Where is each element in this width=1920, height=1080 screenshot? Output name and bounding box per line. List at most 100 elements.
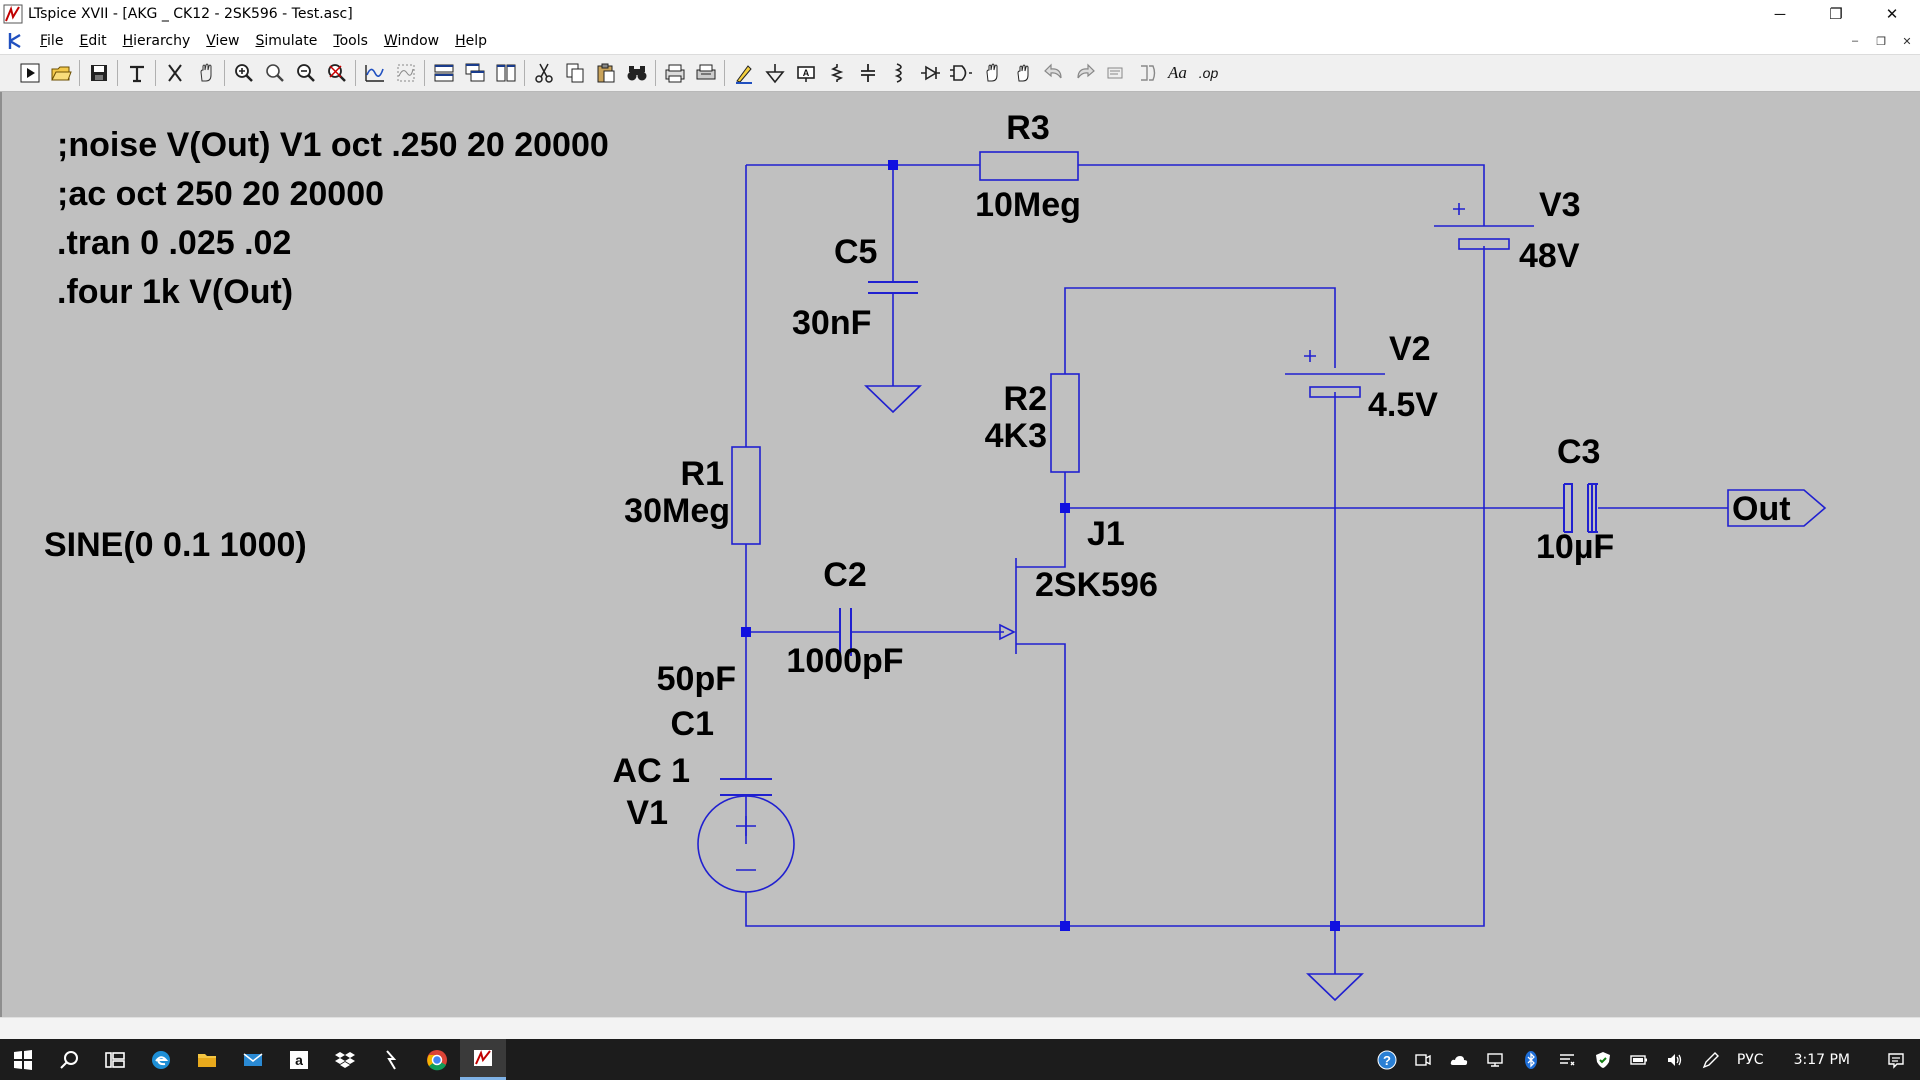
out-label-text[interactable]: Out [1732,490,1791,528]
bluetooth-icon[interactable] [1513,1039,1549,1080]
save-icon[interactable] [83,58,114,88]
rotate-icon[interactable] [1100,58,1131,88]
camera-icon[interactable] [1405,1039,1441,1080]
minimize-button[interactable]: ─ [1774,5,1786,23]
j1-value[interactable]: 2SK596 [1035,566,1158,604]
c1-name[interactable]: C1 [671,705,714,743]
action-center-icon[interactable] [1872,1039,1920,1080]
menu-simulate[interactable]: Simulate [248,31,326,51]
cut-icon[interactable] [528,58,559,88]
zoom-in-icon[interactable] [228,58,259,88]
control-panel-icon[interactable] [121,58,152,88]
undo-icon[interactable] [1038,58,1069,88]
open-icon[interactable] [45,58,76,88]
schematic-canvas[interactable]: ;noise V(Out) V1 oct .250 20 20000 ;ac o… [0,92,1920,1017]
component-icon[interactable] [945,58,976,88]
dropbox-icon[interactable] [322,1039,368,1080]
directive-tran[interactable]: .tran 0 .025 .02 [57,224,291,262]
task-view-icon[interactable] [92,1039,138,1080]
directive-four[interactable]: .four 1k V(Out) [57,273,293,311]
zoom-out-icon[interactable] [290,58,321,88]
cascade-icon[interactable] [459,58,490,88]
drag-icon[interactable] [1007,58,1038,88]
r3-value[interactable]: 10Meg [975,186,1081,224]
r2-name[interactable]: R2 [1004,380,1047,418]
mail-icon[interactable] [230,1039,276,1080]
c1-value[interactable]: 50pF [657,660,736,698]
ground-icon[interactable] [759,58,790,88]
close-button[interactable]: ✕ [1885,6,1899,23]
doc-close-button[interactable]: ✕ [1902,35,1912,48]
notes-icon[interactable] [1549,1039,1585,1080]
text-icon[interactable]: Aa [1162,58,1193,88]
language-indicator[interactable]: РУС [1736,1051,1764,1068]
c5-value[interactable]: 30nF [792,304,871,342]
v3-value[interactable]: 48V [1519,237,1580,275]
menu-help[interactable]: Help [447,31,495,51]
halt-icon[interactable] [159,58,190,88]
c5-name[interactable]: C5 [834,233,877,271]
run-icon[interactable] [14,58,45,88]
v2-name[interactable]: V2 [1389,330,1431,368]
directive-noise[interactable]: ;noise V(Out) V1 oct .250 20 20000 [57,126,609,164]
battery-icon[interactable] [1621,1039,1657,1080]
move-icon[interactable] [976,58,1007,88]
amazon-icon[interactable]: a [276,1039,322,1080]
search-icon[interactable] [46,1039,92,1080]
help-icon[interactable]: ? [1369,1039,1405,1080]
defender-icon[interactable] [1585,1039,1621,1080]
file-explorer-icon[interactable] [184,1039,230,1080]
r3-name[interactable]: R3 [1006,109,1049,147]
c2-name[interactable]: C2 [823,556,866,594]
network-icon[interactable] [1477,1039,1513,1080]
find-icon[interactable] [621,58,652,88]
j1-name[interactable]: J1 [1087,515,1125,553]
menu-file[interactable]: File [32,31,71,51]
paste-icon[interactable] [590,58,621,88]
pen-icon[interactable] [1693,1039,1729,1080]
directive-ac[interactable]: ;ac oct 250 20 20000 [57,175,384,213]
menu-tools[interactable]: Tools [325,31,376,51]
doc-minimize-button[interactable]: – [1851,35,1859,47]
pan-icon[interactable] [190,58,221,88]
resistor-icon[interactable] [821,58,852,88]
zoom-pan-icon[interactable] [259,58,290,88]
copy-icon[interactable] [559,58,590,88]
ltspice-pin-icon[interactable] [368,1039,414,1080]
onedrive-icon[interactable] [1441,1039,1477,1080]
clock[interactable]: 3:17 PM [1793,1051,1850,1068]
c2-value[interactable]: 1000pF [786,642,903,680]
draw-wire-icon[interactable] [728,58,759,88]
volume-icon[interactable] [1657,1039,1693,1080]
v2-value[interactable]: 4.5V [1368,386,1438,424]
tile-vertical-icon[interactable] [490,58,521,88]
autorange-icon[interactable] [359,58,390,88]
mirror-icon[interactable] [1131,58,1162,88]
tile-horizontal-icon[interactable] [428,58,459,88]
windows-start-icon[interactable] [0,1039,46,1080]
restore-button[interactable]: ❐ [1829,6,1843,23]
v3-name[interactable]: V3 [1539,186,1581,224]
zoom-area-icon[interactable] [390,58,421,88]
menu-edit[interactable]: Edit [71,31,114,51]
menu-hierarchy[interactable]: Hierarchy [115,31,199,51]
document-icon[interactable] [4,30,26,52]
doc-restore-button[interactable]: ❐ [1876,35,1886,48]
label-net-icon[interactable]: A [790,58,821,88]
chrome-icon[interactable] [414,1039,460,1080]
r2-value[interactable]: 4K3 [985,417,1047,455]
redo-icon[interactable] [1069,58,1100,88]
c3-name[interactable]: C3 [1557,433,1600,471]
r1-value[interactable]: 30Meg [624,492,730,530]
capacitor-icon[interactable] [852,58,883,88]
v1-sine-spec[interactable]: SINE(0 0.1 1000) [44,526,307,564]
print-icon[interactable] [659,58,690,88]
ltspice-running-icon[interactable] [460,1039,506,1080]
edge-icon[interactable] [138,1039,184,1080]
v1-value[interactable]: AC 1 [613,752,690,790]
print-setup-icon[interactable] [690,58,721,88]
menu-view[interactable]: View [198,31,247,51]
v1-name[interactable]: V1 [626,794,668,832]
diode-icon[interactable] [914,58,945,88]
menu-window[interactable]: Window [376,31,447,51]
